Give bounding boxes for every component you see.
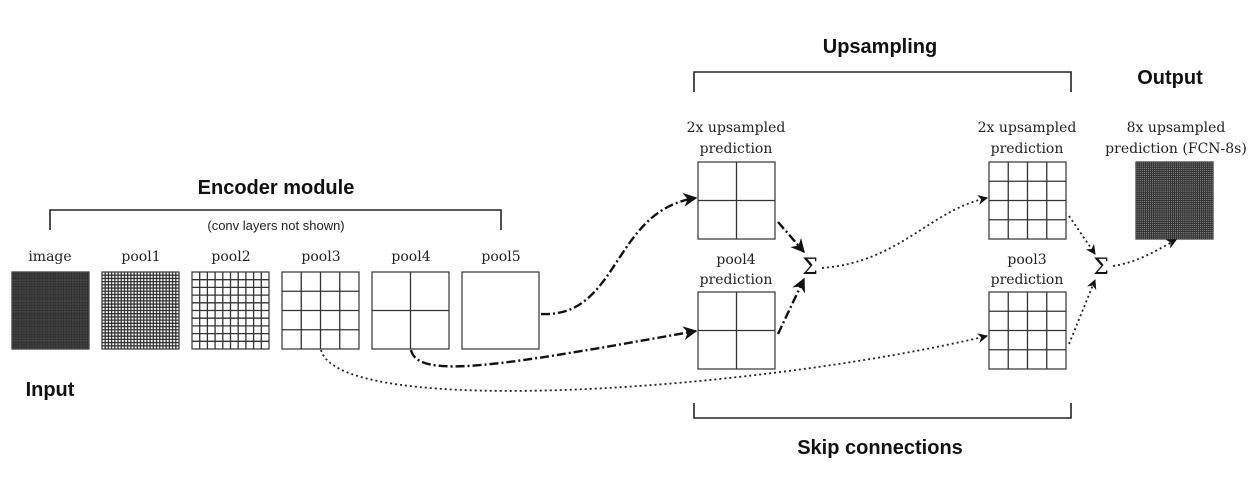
output-label-line2: prediction (FCN-8s)	[1105, 141, 1247, 157]
grid-pool3-pred-lines	[989, 292, 1066, 369]
arrow-up2x-b-to-sum2	[1068, 215, 1096, 255]
grid-pool4-lines	[372, 272, 449, 349]
up2x-a-label-line2: prediction	[700, 141, 773, 157]
grid-pool5-frame	[461, 271, 540, 350]
layer-label-pool1: pool1	[121, 249, 160, 265]
arrow-pool4pred-to-sum1	[776, 277, 806, 335]
layer-pool4: pool4	[371, 249, 450, 350]
grid-up2x-a-lines	[698, 162, 775, 239]
encoder-bracket	[49, 209, 502, 230]
arrow-pool3pred-to-sum2	[1068, 279, 1097, 345]
layer-label-pool4: pool4	[391, 249, 430, 265]
pool4-prediction: pool4 prediction	[697, 252, 776, 370]
encoder-layers: image pool1 pool2 pool3 pool4 pool5	[11, 249, 540, 350]
layer-pool2: pool2	[191, 249, 270, 350]
arrow-up2x-a-to-sum1	[777, 221, 805, 254]
grid-output-lines	[1136, 162, 1213, 239]
layer-pool3: pool3	[281, 249, 360, 350]
layer-pool1: pool1	[101, 249, 180, 350]
up2x-a-label-line1: 2x upsampled	[687, 120, 786, 136]
grid-pool1-lines	[102, 272, 179, 349]
grid-pool2-lines	[192, 272, 269, 349]
input-title: Input	[26, 379, 75, 401]
arrow-sum1-to-up2x-b	[821, 194, 988, 269]
layer-label-pool5: pool5	[481, 249, 520, 265]
up2x-b-label-line1: 2x upsampled	[978, 120, 1077, 136]
arrow-pool3-skip	[320, 333, 988, 392]
encoder-module-note: (conv layers not shown)	[207, 218, 344, 233]
upsampling-title: Upsampling	[823, 36, 937, 58]
grid-image-lines	[12, 272, 89, 349]
upsampled-2x-prediction-a: 2x upsampled prediction	[687, 120, 786, 240]
pool3-prediction: pool3 prediction	[988, 252, 1067, 370]
upsampled-2x-prediction-b: 2x upsampled prediction	[978, 120, 1077, 240]
grid-image	[11, 271, 90, 350]
grid-pool4-pred-lines	[698, 292, 775, 369]
layer-label-pool2: pool2	[211, 249, 250, 265]
layer-label-image: image	[28, 249, 71, 265]
arrow-pool4-skip	[409, 326, 698, 368]
grid-pool3-lines	[282, 272, 359, 349]
layer-pool5: pool5	[461, 249, 540, 350]
skip-connections-bracket	[693, 403, 1072, 419]
layer-image: image	[11, 249, 90, 350]
grid-output	[1135, 161, 1214, 240]
pool3-pred-label-line2: prediction	[991, 272, 1064, 288]
grid-pool2	[191, 271, 270, 350]
grid-up2x-b	[988, 161, 1067, 240]
grid-pool3	[281, 271, 360, 350]
output-title: Output	[1137, 67, 1203, 89]
grid-pool4-pred	[697, 291, 776, 370]
sum-symbol-2: Σ	[1093, 255, 1109, 280]
pool3-pred-label-line1: pool3	[1007, 252, 1046, 268]
grid-pool1	[101, 271, 180, 350]
grid-up2x-b-lines	[989, 162, 1066, 239]
grid-pool3-pred	[988, 291, 1067, 370]
arrow-pool5-to-up2x-a	[540, 192, 698, 316]
grid-pool4	[371, 271, 450, 350]
arrow-sum2-to-output	[1112, 239, 1177, 267]
up2x-b-label-line2: prediction	[991, 141, 1064, 157]
pool4-pred-label-line1: pool4	[716, 252, 755, 268]
pool4-pred-label-line2: prediction	[700, 272, 773, 288]
upsampling-bracket	[693, 71, 1072, 92]
grid-pool5	[461, 271, 540, 350]
layer-label-pool3: pool3	[301, 249, 340, 265]
output-prediction: 8x upsampled prediction (FCN-8s)	[1105, 120, 1247, 240]
skip-connections-title: Skip connections	[797, 437, 963, 459]
output-label-line1: 8x upsampled	[1127, 120, 1226, 136]
sum-symbol-1: Σ	[802, 255, 818, 280]
grid-up2x-a	[697, 161, 776, 240]
encoder-module-title: Encoder module	[198, 177, 355, 199]
